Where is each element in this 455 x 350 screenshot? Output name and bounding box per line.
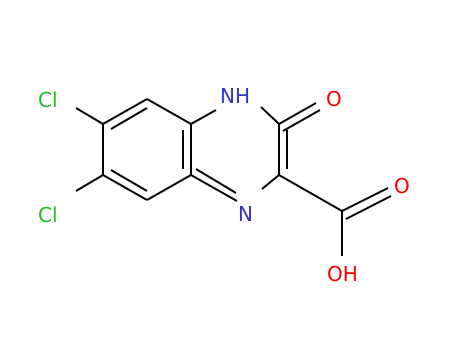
bond-c2-n1 (261, 174, 280, 190)
atom-label-oxygen-acid: O (394, 174, 410, 198)
bond-n1-c8a (190, 174, 238, 202)
bond-n4-c3 (260, 106, 280, 125)
bond-double-c7-c8 (110, 169, 148, 192)
bond-c8-c8a (146, 174, 192, 201)
bond-c6-cl (75, 107, 104, 125)
bond-c4a-c5 (146, 98, 192, 125)
bond-cooh-o-double-b (345, 195, 392, 220)
bond-c3-cooh (278, 174, 343, 212)
atom-label-oxygen-ketone: O (326, 87, 342, 111)
bond-c4a-n4 (190, 109, 217, 125)
atom-label-nitrogen: N (238, 202, 253, 226)
bond-cooh-o-double-a (341, 187, 389, 212)
atom-label-nh: NH (220, 84, 250, 108)
bond-c5-c6 (102, 98, 148, 125)
atom-label-chlorine-top: Cl (38, 88, 58, 112)
bond-c2-o-ketone (278, 102, 317, 125)
atom-label-chlorine-bottom: Cl (38, 203, 58, 227)
bond-c7-c8 (102, 174, 148, 201)
bond-double-c2-o-ketone (282, 109, 321, 132)
bond-c7-cl (75, 174, 104, 192)
atom-label-hydroxyl: OH (327, 262, 358, 286)
bond-double-c5-c6 (110, 107, 148, 130)
bond-double-n1-c8a (195, 168, 237, 194)
